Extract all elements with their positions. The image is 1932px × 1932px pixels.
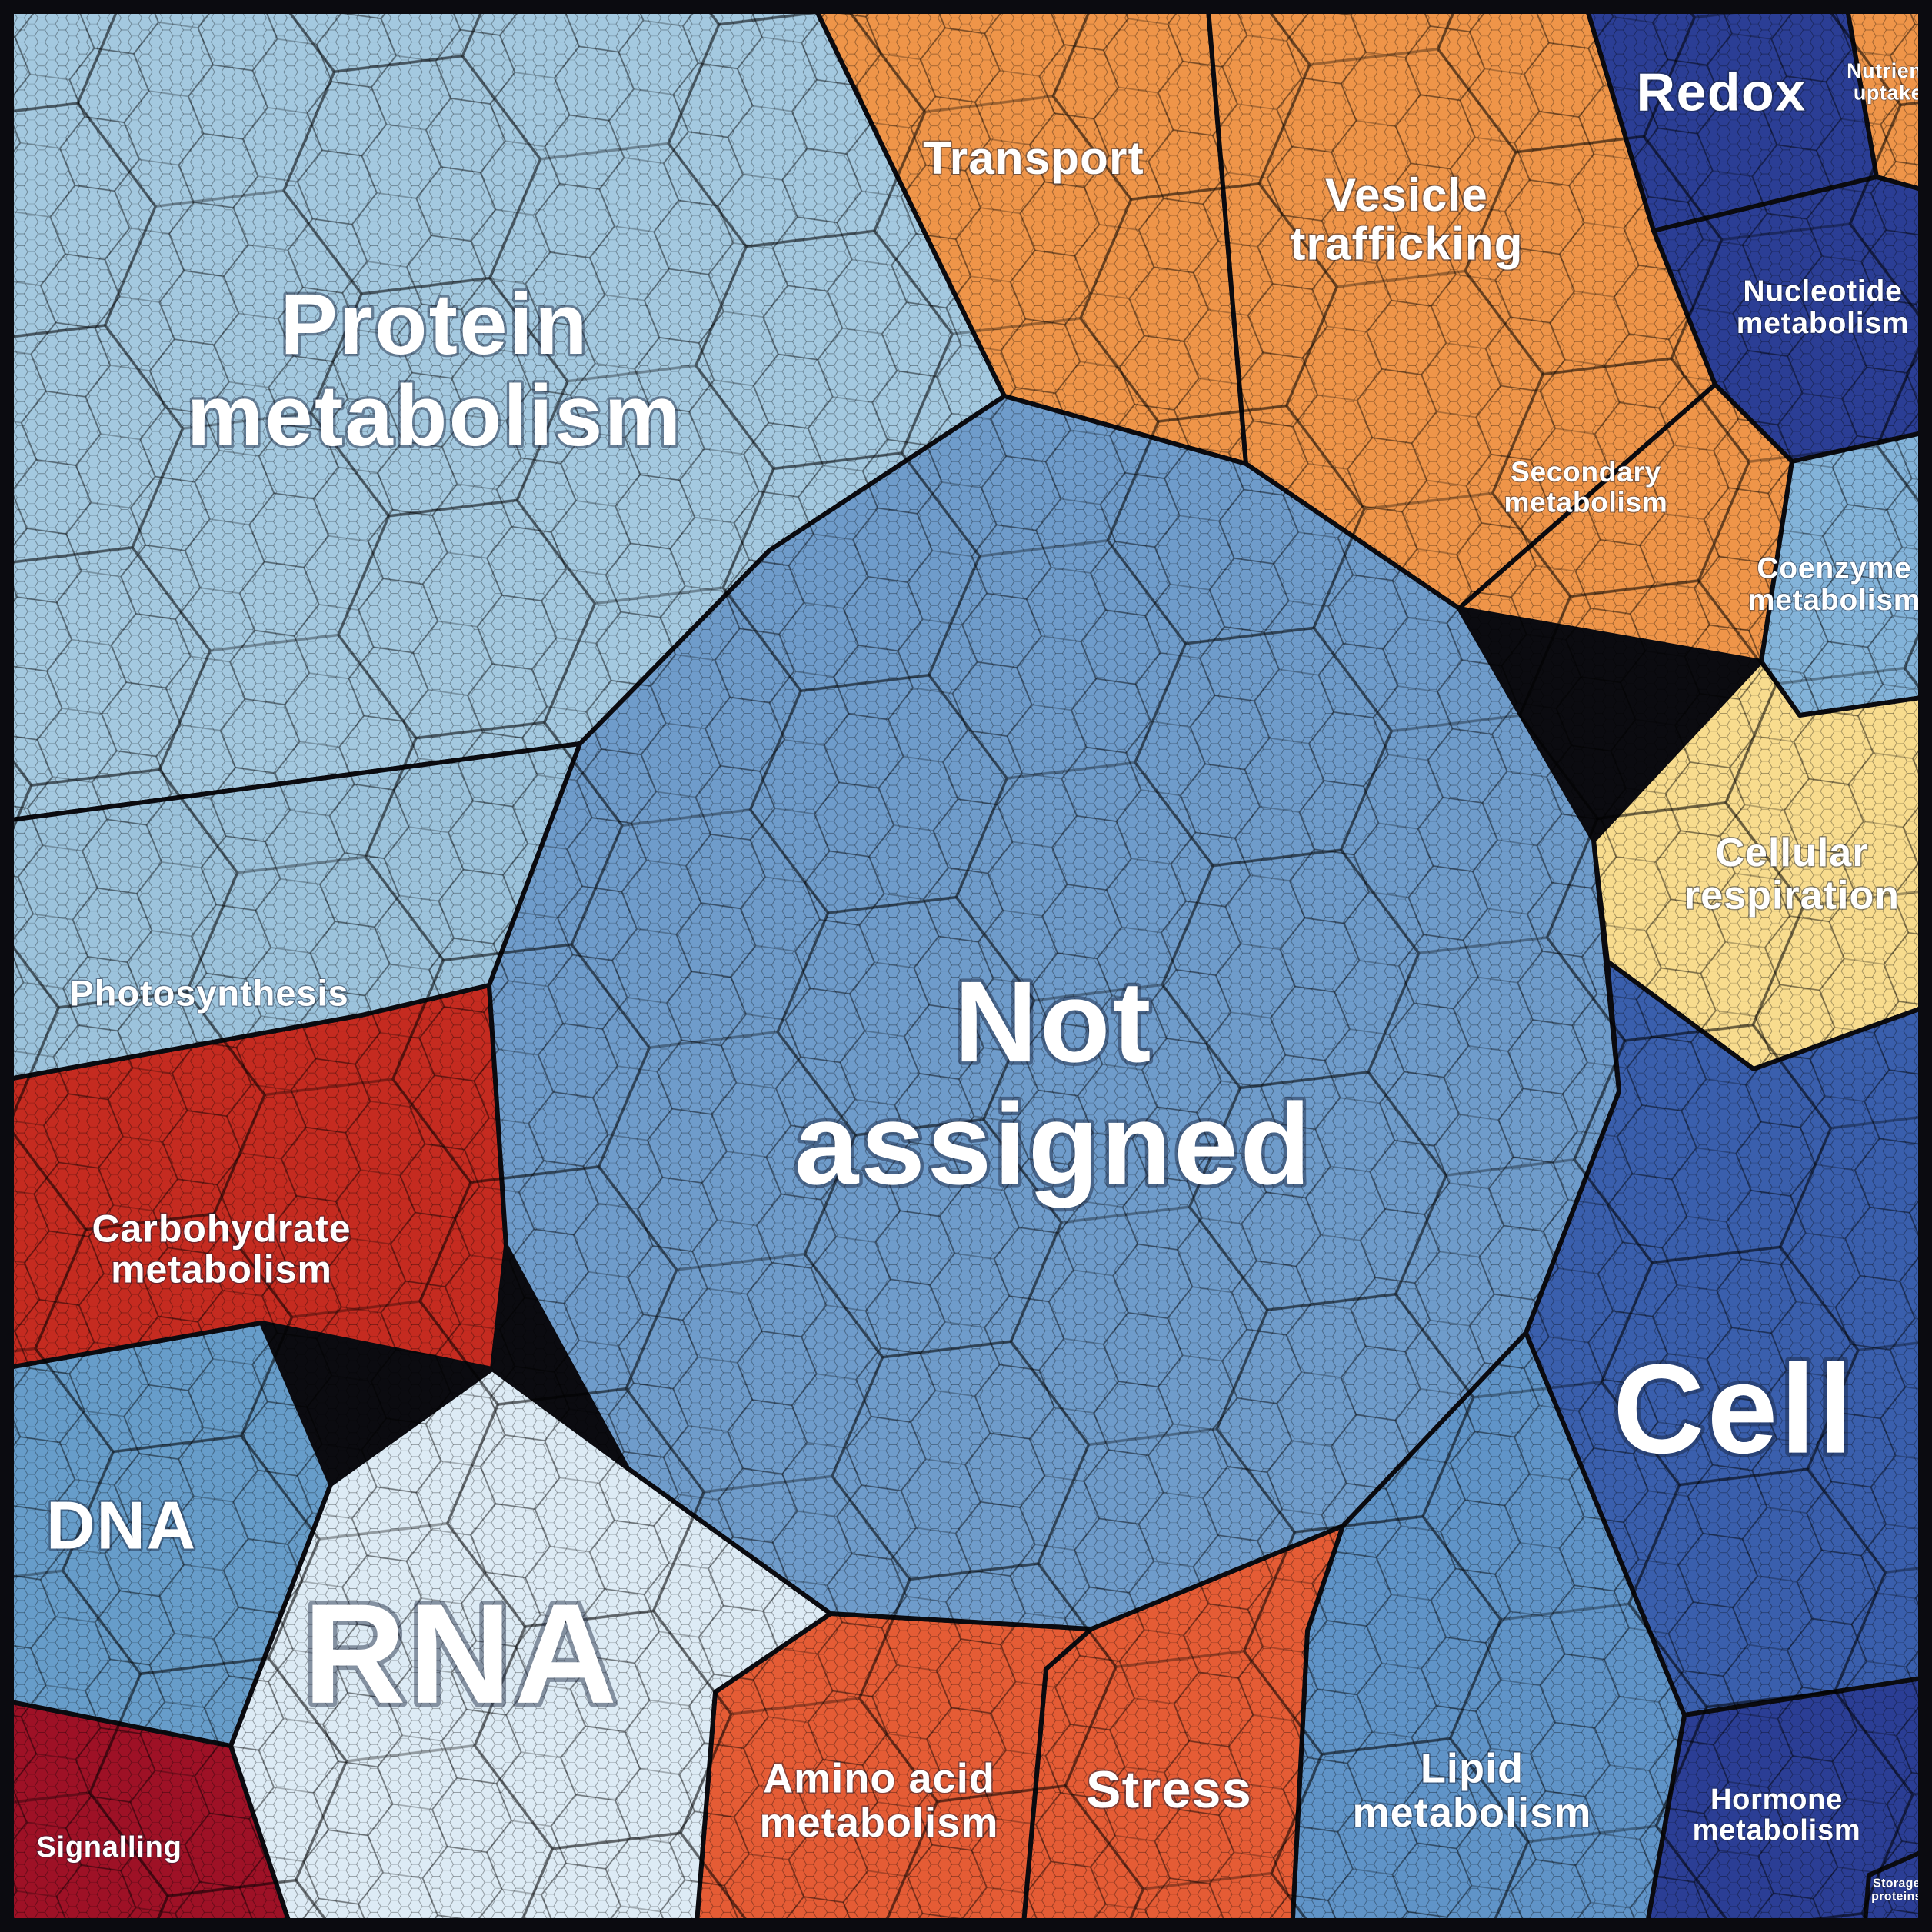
- label-dna: DNA: [46, 1487, 197, 1563]
- label-transport: Transport: [923, 132, 1144, 184]
- label-cell: Cell: [1613, 1338, 1856, 1480]
- label-photosynthesis: Photosynthesis: [69, 972, 348, 1013]
- label-rna: RNA: [303, 1575, 620, 1734]
- label-stress: Stress: [1086, 1760, 1252, 1819]
- label-redox: Redox: [1637, 62, 1807, 122]
- label-signalling: Signalling: [36, 1831, 182, 1864]
